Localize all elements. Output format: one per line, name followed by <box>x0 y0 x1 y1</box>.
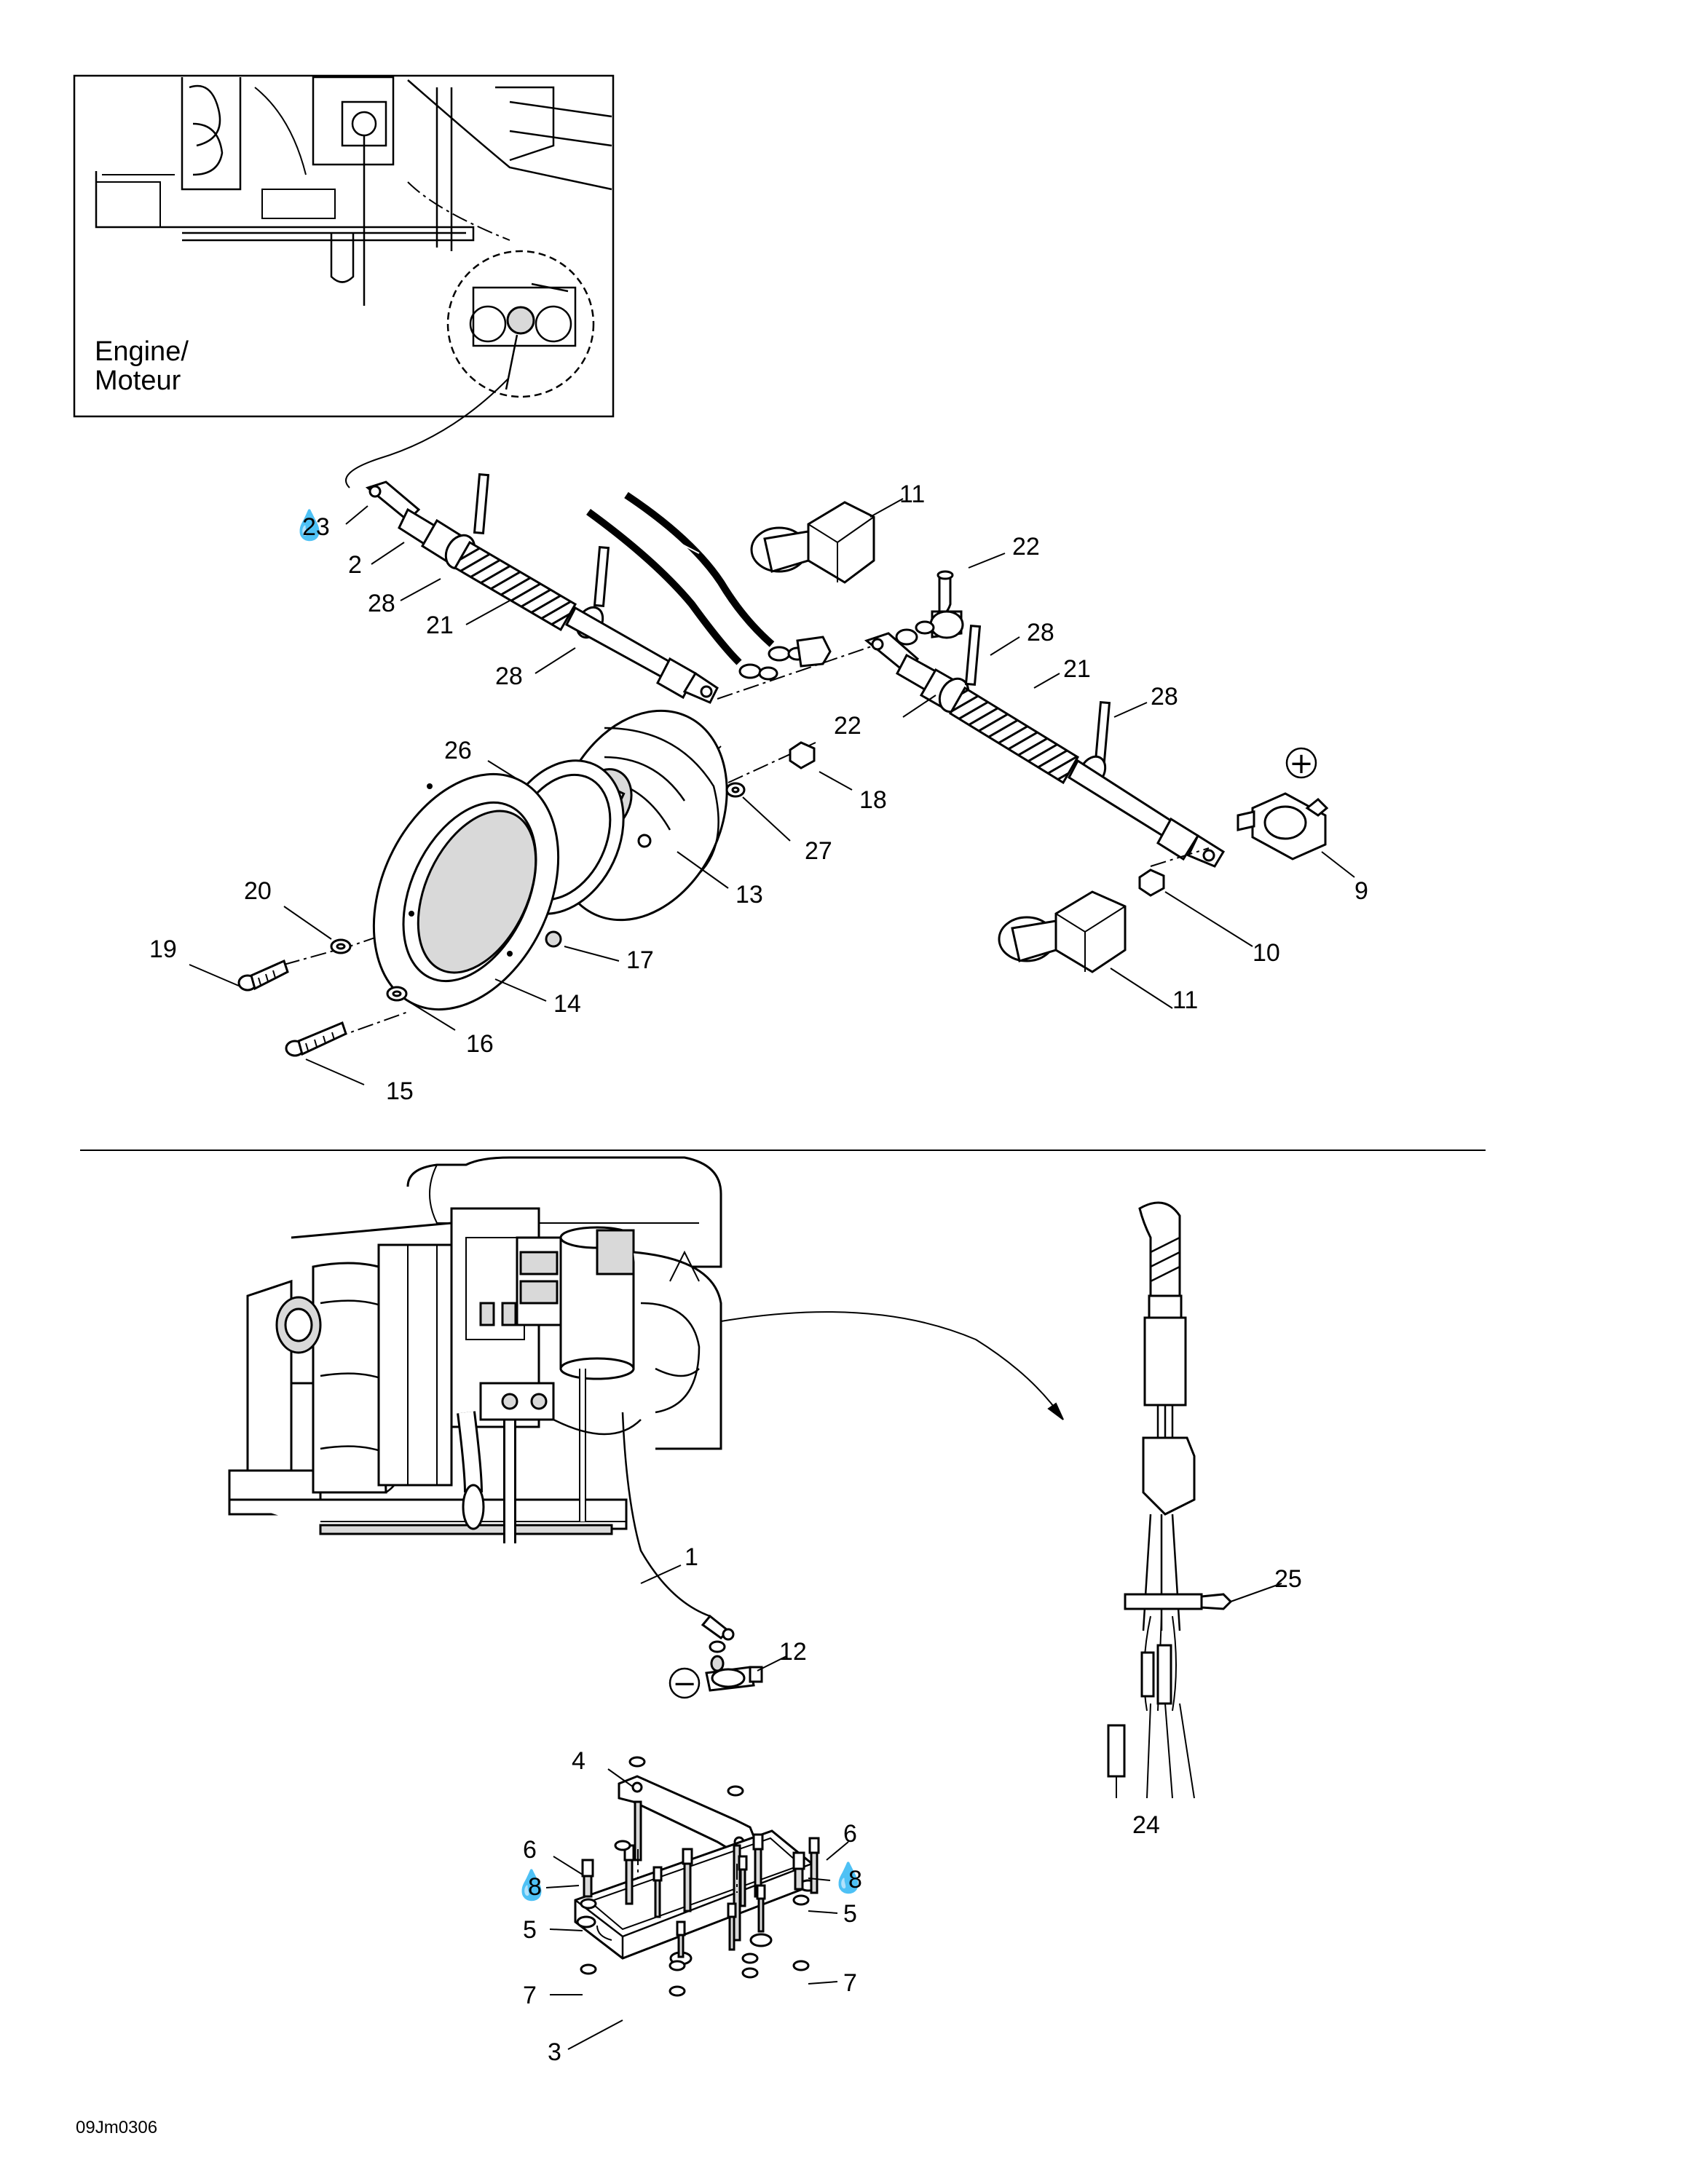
callout-6-b: 6 <box>843 1820 857 1848</box>
mounting-flange <box>372 772 560 1011</box>
drawing-code: 09Jm0306 <box>76 2118 157 2137</box>
callout-20: 20 <box>244 877 272 905</box>
engine-inset: Engine/ Moteur <box>73 74 615 418</box>
elbow-fitting <box>929 570 964 639</box>
solenoid-boot-bottom <box>998 890 1127 973</box>
washer-17 <box>545 930 562 948</box>
callout-3: 3 <box>548 2038 561 2066</box>
callout-2: 2 <box>348 551 362 579</box>
callout-17: 17 <box>626 946 654 974</box>
callout-7-a: 7 <box>523 1982 537 2009</box>
callout-24: 24 <box>1132 1811 1160 1839</box>
positive-sign: + <box>1289 747 1314 780</box>
inset-zoom-circle <box>446 250 595 398</box>
callout-18: 18 <box>859 786 887 814</box>
callout-16: 16 <box>466 1030 494 1058</box>
callout-14: 14 <box>553 990 581 1018</box>
callout-22-b: 22 <box>834 712 861 740</box>
positive-battery-clamp <box>1237 792 1329 860</box>
callout-26: 26 <box>444 737 472 764</box>
inset-frame <box>73 74 615 418</box>
callout-4: 4 <box>572 1747 585 1775</box>
engine-assembly <box>228 1156 722 1543</box>
callout-1: 1 <box>685 1543 698 1571</box>
negative-cable <box>621 1412 763 1692</box>
callout-11-b: 11 <box>1172 986 1198 1014</box>
callout-8-a: 8 <box>528 1873 542 1901</box>
callout-11-a: 11 <box>899 480 925 508</box>
callout-23: 23 <box>302 513 330 541</box>
callout-28-d: 28 <box>1151 683 1178 711</box>
callout-15: 15 <box>386 1077 414 1105</box>
black-wires <box>586 491 832 681</box>
centerline-4 <box>305 1011 409 1049</box>
callout-28-c: 28 <box>1027 619 1054 646</box>
negative-sign: − <box>672 1667 697 1701</box>
detail-arrow <box>720 1311 1064 1420</box>
centerline-1 <box>717 640 889 700</box>
callout-28-b: 28 <box>495 662 523 690</box>
wiring-harness-detail <box>1107 1201 1233 1799</box>
washer-top-right <box>915 620 935 635</box>
callout-5-a: 5 <box>523 1916 537 1944</box>
inset-label-line2: Moteur <box>95 365 181 396</box>
solenoid-boot-top <box>750 501 875 584</box>
callout-6-a: 6 <box>523 1836 537 1864</box>
callout-22-a: 22 <box>1012 533 1040 561</box>
inset-engine-drawing <box>95 76 612 306</box>
upper-callouts: 💧 23 2 28 21 28 11 22 28 21 22 28 26 18 … <box>149 480 1368 1105</box>
callout-19: 19 <box>149 935 177 963</box>
adhesive-icon-8-b: 💧 <box>830 1861 867 1895</box>
callout-8-b: 8 <box>848 1866 862 1894</box>
battery-tray-assembly <box>574 1756 820 1997</box>
callout-27: 27 <box>805 837 832 865</box>
nut-18 <box>789 741 816 769</box>
callout-12: 12 <box>779 1638 807 1666</box>
callout-21-a: 21 <box>426 612 454 639</box>
callout-13: 13 <box>735 881 763 909</box>
callout-9: 9 <box>1354 877 1368 905</box>
inset-leader-line <box>345 378 509 488</box>
adhesive-icon-23: 💧 <box>291 508 328 542</box>
callout-10: 10 <box>1253 939 1280 967</box>
inset-label-line1: Engine/ <box>95 336 189 367</box>
negative-terminal-symbol <box>669 1667 701 1699</box>
nut-top-right <box>895 628 918 646</box>
nut-10 <box>1138 869 1165 897</box>
centerline-5 <box>727 742 816 783</box>
callout-21-b: 21 <box>1063 655 1091 683</box>
screw-15 <box>285 1021 347 1057</box>
lower-callouts: 1 12 25 24 4 6 6 💧 8 💧 8 5 5 7 7 3 <box>513 1543 1302 2066</box>
callout-5-b: 5 <box>843 1900 857 1928</box>
callout-7-b: 7 <box>843 1969 857 1997</box>
adhesive-icon-8-a: 💧 <box>513 1868 550 1902</box>
tray-bolts <box>581 1800 820 1958</box>
callout-25: 25 <box>1274 1565 1302 1593</box>
positive-terminal-symbol <box>1285 747 1317 779</box>
callout-28-a: 28 <box>368 590 395 617</box>
positive-cable-assembly-left <box>365 473 719 704</box>
positive-cable-assembly-right <box>864 625 1226 868</box>
screw-19 <box>237 959 289 992</box>
